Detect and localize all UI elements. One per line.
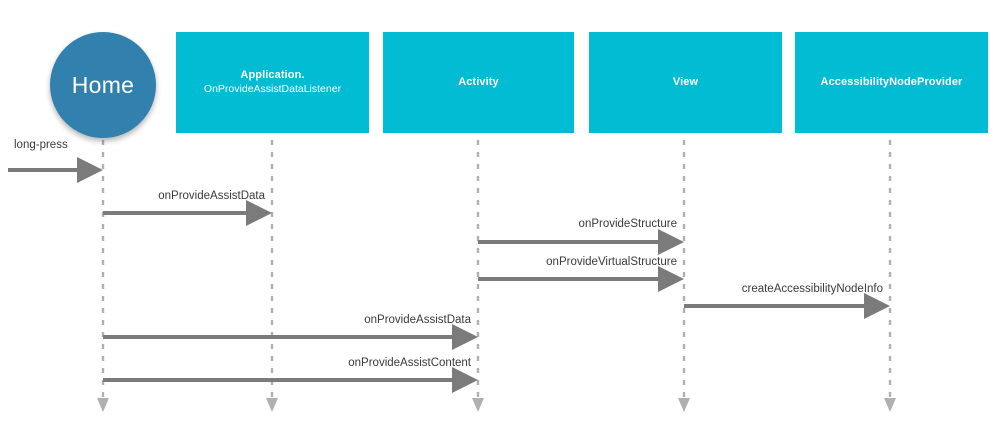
message-arrowhead <box>864 293 890 319</box>
message-arrowhead <box>246 200 272 226</box>
message-arrowhead <box>658 229 684 255</box>
message-arrowhead <box>452 367 478 393</box>
message-label-on-provide-structure: onProvideStructure <box>578 218 677 230</box>
participant-box-activity[interactable]: Activity <box>383 32 574 133</box>
message-arrow-on-provide-assist-content <box>103 367 478 393</box>
participant-label-primary: AccessibilityNodeProvider <box>820 75 963 88</box>
participant-box-accessibility-node-provider[interactable]: AccessibilityNodeProvider <box>795 32 988 133</box>
message-label-on-provide-assist-data-2: onProvideAssistData <box>364 314 471 326</box>
home-lifeline-terminator-arrow <box>97 398 109 412</box>
participant-box-application[interactable]: Application.OnProvideAssistDataListener <box>176 32 369 133</box>
participant-label-primary: Activity <box>458 75 499 88</box>
participant-label-primary: View <box>672 75 699 88</box>
actor-home-label: Home <box>71 71 135 98</box>
message-arrow-long-press <box>8 157 103 183</box>
message-label-on-provide-assist-content: onProvideAssistContent <box>348 357 471 369</box>
participant-label-group: View <box>673 76 698 90</box>
message-label-on-provide-assist-data-1: onProvideAssistData <box>158 190 265 202</box>
message-label-on-provide-virtual-structure: onProvideVirtualStructure <box>546 256 677 268</box>
participant-label-group: Activity <box>458 76 499 90</box>
message-arrowhead <box>452 324 478 350</box>
message-arrowhead <box>658 266 684 292</box>
actor-home[interactable]: Home <box>50 32 156 138</box>
message-label-long-press: long-press <box>14 139 68 151</box>
lifelines-layer <box>97 140 896 412</box>
participant-label-primary: Application. <box>240 69 305 82</box>
message-arrowhead <box>77 157 103 183</box>
activity-lifeline-terminator-arrow <box>472 398 484 412</box>
application-lifeline-terminator-arrow <box>266 398 278 412</box>
message-arrow-on-provide-virtual-structure <box>478 266 684 292</box>
participant-box-view[interactable]: View <box>589 32 782 133</box>
accessibility-node-provider-lifeline-terminator-arrow <box>884 398 896 412</box>
view-lifeline-terminator-arrow <box>678 398 690 412</box>
participant-label-secondary: OnProvideAssistDataListener <box>203 82 342 95</box>
message-arrow-on-provide-structure <box>478 229 684 255</box>
message-arrow-on-provide-assist-data-1 <box>103 200 272 226</box>
participant-label-group: Application.OnProvideAssistDataListener <box>204 69 341 96</box>
participant-label-group: AccessibilityNodeProvider <box>821 76 963 90</box>
messages-layer <box>8 157 890 393</box>
message-arrow-create-accessibility-node-info <box>684 293 890 319</box>
message-arrow-on-provide-assist-data-2 <box>103 324 478 350</box>
message-label-create-accessibility-node-info: createAccessibilityNodeInfo <box>741 283 883 295</box>
